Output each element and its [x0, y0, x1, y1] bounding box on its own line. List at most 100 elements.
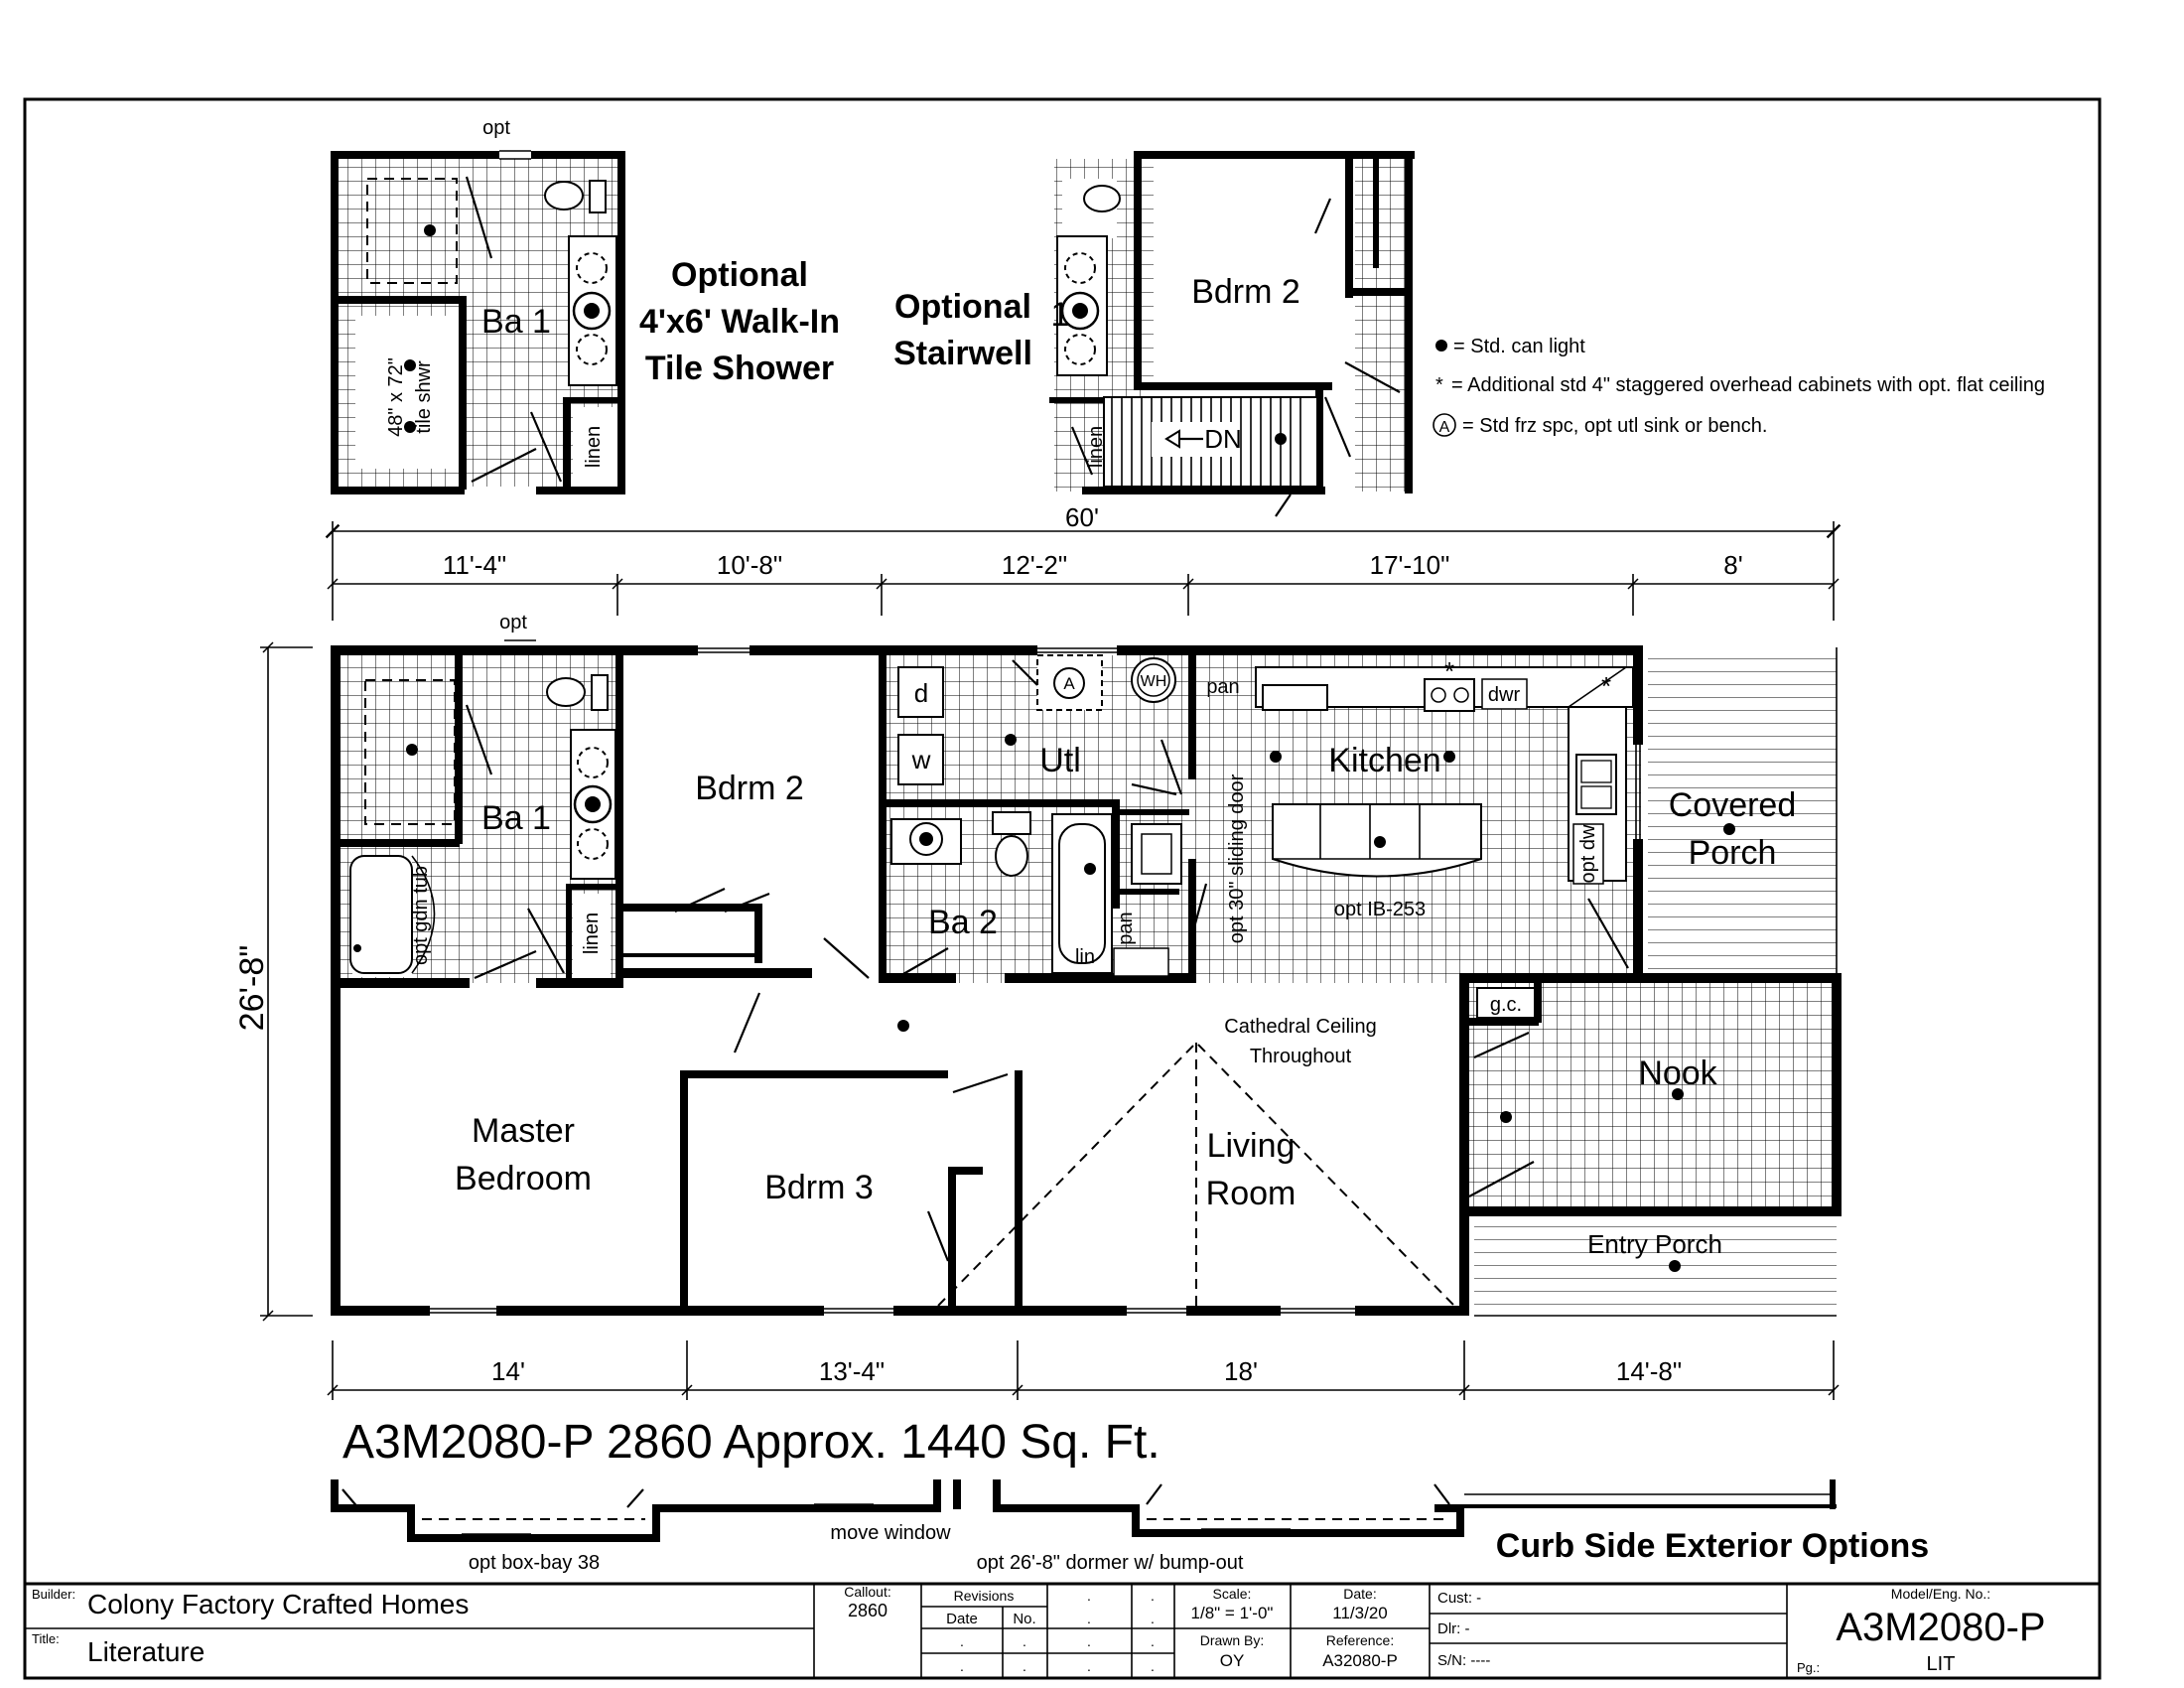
tb-dot-3: .	[1087, 1611, 1091, 1626]
inset-stair-dn-label: DN	[1204, 424, 1242, 454]
label-ba1: Ba 1	[481, 799, 551, 837]
tb-dot-7: .	[1087, 1633, 1091, 1649]
label-kitchen-pan: pan	[1206, 676, 1239, 698]
dim-top-4: 17'-10"	[1370, 550, 1450, 580]
tb-dot-2: .	[1151, 1588, 1155, 1604]
inset-stairwell: Bdrm 2 1 linen DN Optional Stairwell	[893, 151, 1415, 517]
tb-drawn: OY	[1220, 1651, 1245, 1670]
label-ba2: Ba 2	[928, 904, 998, 941]
label-cathedral-1: Cathedral Ceiling	[1224, 1016, 1376, 1038]
tb-dot-8: .	[1151, 1633, 1155, 1649]
tb-date-col: Date	[946, 1611, 978, 1627]
legend-freezer-symbol: A	[1439, 419, 1450, 436]
tb-title-key: Title:	[32, 1631, 60, 1646]
label-covered-porch-2: Porch	[1689, 834, 1777, 872]
tb-pg: LIT	[1927, 1653, 1956, 1675]
tb-title: Literature	[87, 1636, 205, 1667]
tb-ref-key: Reference:	[1326, 1632, 1394, 1648]
legend: = Std. can light * = Additional std 4" s…	[1433, 336, 2045, 437]
tb-callout-key: Callout:	[844, 1584, 890, 1600]
tb-drawn-key: Drawn By:	[1200, 1632, 1265, 1648]
label-star-range: *	[1444, 656, 1454, 686]
label-gc: g.c.	[1490, 994, 1522, 1016]
plan-headline: A3M2080-P 2860 Approx. 1440 Sq. Ft.	[342, 1416, 1160, 1469]
label-sliding-door: opt 30" sliding door	[1226, 774, 1248, 943]
tb-sn: S/N: ----	[1437, 1652, 1490, 1669]
tb-ref: A32080-P	[1322, 1651, 1398, 1670]
tb-pg-key: Pg.:	[1797, 1660, 1820, 1675]
label-linen: linen	[581, 913, 603, 954]
label-living-2: Room	[1206, 1175, 1297, 1212]
legend-star-symbol: *	[1435, 374, 1443, 396]
label-move-window: move window	[830, 1522, 951, 1544]
tb-date-key: Date:	[1343, 1586, 1376, 1602]
tb-scale-key: Scale:	[1213, 1586, 1252, 1602]
side-dimension: 26'-8"	[233, 641, 313, 1322]
label-master-2: Bedroom	[455, 1160, 592, 1197]
label-opt-gdn-tub: opt gdn tub	[410, 866, 432, 965]
tb-model: A3M2080-P	[1836, 1606, 2045, 1649]
tb-model-key: Model/Eng. No.:	[1891, 1586, 1990, 1602]
dim-bottom-4: 14'-8"	[1616, 1356, 1682, 1386]
label-box-bay: opt box-bay 38	[469, 1552, 600, 1574]
label-lin: lin	[1075, 946, 1095, 968]
label-dormer: opt 26'-8" dormer w/ bump-out	[977, 1552, 1244, 1574]
label-opt-dw: opt dw	[1577, 824, 1599, 883]
inset-shower-title-1: Optional	[671, 256, 808, 294]
label-opt-island: opt IB-253	[1334, 899, 1426, 920]
tb-builder: Colony Factory Crafted Homes	[87, 1589, 469, 1619]
inset-shower-bath-label: Ba 1	[481, 303, 551, 341]
label-master-1: Master	[472, 1112, 575, 1150]
tb-dot-11: .	[1087, 1658, 1091, 1674]
dim-bottom-2: 13'-4"	[819, 1356, 885, 1386]
tb-dot-4: .	[1151, 1611, 1155, 1626]
label-entry-porch: Entry Porch	[1587, 1229, 1722, 1259]
legend-can-light-text: = Std. can light	[1453, 336, 1585, 357]
dim-depth: 26'-8"	[233, 945, 271, 1032]
label-kitchen: Kitchen	[1328, 742, 1440, 779]
label-freezer-space: A	[1063, 674, 1075, 693]
inset-stair-bdrm-label: Bdrm 2	[1191, 273, 1300, 311]
label-nook: Nook	[1638, 1055, 1717, 1092]
label-water-heater: WH	[1141, 673, 1167, 690]
tb-dot-5: .	[960, 1633, 964, 1649]
dim-bottom-1: 14'	[491, 1356, 525, 1386]
tb-scale: 1/8" = 1'-0"	[1191, 1604, 1274, 1622]
tb-date: 11/3/20	[1332, 1604, 1387, 1622]
inset-shower-opt-label: opt	[482, 117, 510, 139]
inset-stair-title-2: Stairwell	[893, 335, 1032, 372]
exterior-options: opt box-bay 38 move window opt 26'-8" do…	[331, 1479, 1929, 1574]
label-bath-pan: pan	[1115, 912, 1137, 944]
inset-shower-title-3: Tile Shower	[645, 350, 834, 387]
label-covered-porch-1: Covered	[1669, 786, 1797, 824]
bottom-dimensions: 14' 13'-4" 18' 14'-8"	[327, 1340, 1840, 1400]
label-bdrm3: Bdrm 3	[764, 1169, 874, 1206]
inset-tile-shower: opt Ba 1 48" x 72" tile shwr linen Optio…	[331, 117, 840, 494]
label-cathedral-2: Throughout	[1250, 1046, 1352, 1067]
dim-top-2: 10'-8"	[717, 550, 782, 580]
dim-overall-width: 60'	[1065, 502, 1099, 532]
dim-bottom-3: 18'	[1224, 1356, 1258, 1386]
inset-stair-linen-label: linen	[1085, 426, 1107, 468]
tb-callout: 2860	[848, 1601, 887, 1620]
tb-cust: Cust: -	[1437, 1590, 1481, 1607]
inset-shower-title-2: 4'x6' Walk-In	[639, 303, 840, 341]
label-dryer: d	[914, 678, 928, 708]
tb-builder-key: Builder:	[32, 1587, 75, 1602]
inset-shower-size-label: 48" x 72"	[385, 357, 407, 437]
label-utl: Utl	[1039, 742, 1081, 779]
tb-dlr: Dlr: -	[1437, 1620, 1470, 1637]
label-curb-side-title: Curb Side Exterior Options	[1496, 1527, 1929, 1565]
inset-stair-title-1: Optional	[894, 288, 1031, 326]
label-bdrm2: Bdrm 2	[695, 770, 804, 807]
dim-top-5: 8'	[1723, 550, 1742, 580]
tb-dot-9: .	[960, 1658, 964, 1674]
label-dwr: dwr	[1488, 684, 1521, 706]
inset-shower-linen-label: linen	[583, 426, 605, 468]
tb-dot-10: .	[1023, 1658, 1026, 1674]
tb-no-col: No.	[1013, 1611, 1035, 1627]
label-washer: w	[911, 745, 931, 774]
dim-top-1: 11'-4"	[443, 550, 506, 580]
title-block: Builder: Colony Factory Crafted Homes Ti…	[23, 1582, 2102, 1680]
